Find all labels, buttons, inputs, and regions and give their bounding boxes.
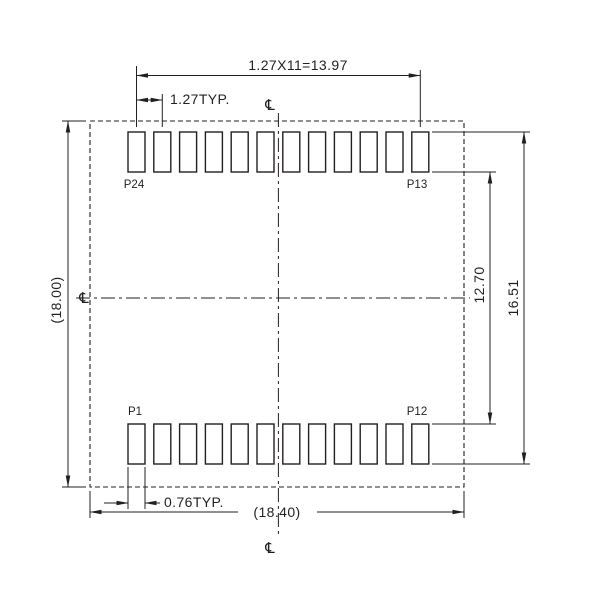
pin-label-p13: P13 [407,179,427,191]
pad [359,131,378,173]
pad [204,423,224,465]
dimension-text-pad-width-typ: 0.76TYP. [164,494,224,510]
pad [411,423,430,465]
pad [333,131,353,173]
dimension-pitch-total: 1.27X11=13.97 [136,57,421,127]
dimension-pad-width-typ: 0.76TYP. [104,467,224,510]
pad [385,131,404,173]
pad [307,131,327,173]
centerline-symbol-top: ℄ [263,96,276,114]
centerline-symbol-bottom: ℄ [263,539,276,557]
dimension-text-overall-height: (18.00) [48,276,64,323]
dimension-row-inner-span: 12.70 [432,171,496,425]
pad [307,423,327,465]
pad [127,131,146,173]
bottom-pad-row [127,423,430,465]
pad [256,423,275,465]
pad [153,423,172,465]
pad [127,423,146,465]
pad [282,423,301,465]
pad [230,131,249,173]
dimension-text-pitch-total: 1.27X11=13.97 [248,57,348,73]
pad [385,423,404,465]
top-pad-row [127,131,430,173]
dimension-overall-width: (18.40) [89,491,465,520]
pad [282,131,301,173]
pad [333,423,353,465]
pad [256,131,275,173]
centerline-symbol-left: ℄ [77,289,90,307]
pin-label-p24: P24 [124,179,145,191]
dimension-text-pitch-typ: 1.27TYP. [170,91,230,107]
pad [178,131,198,173]
dimension-overall-height: (18.00) [48,120,86,488]
courtyard-outline [89,120,465,488]
pin-label-p1: P1 [128,406,142,418]
dimension-text-overall-width: (18.40) [253,504,300,520]
pad [204,131,224,173]
dimension-row-outer-span: 16.51 [432,131,530,465]
dimension-text-row-inner-span: 12.70 [471,266,487,303]
pin-label-p12: P12 [407,406,427,418]
dimension-pitch-typ: 1.27TYP. [136,91,230,127]
pad [230,423,249,465]
pad [411,131,430,173]
pad [359,423,378,465]
pad [178,423,198,465]
pad [153,131,172,173]
dimension-text-row-outer-span: 16.51 [505,279,521,316]
